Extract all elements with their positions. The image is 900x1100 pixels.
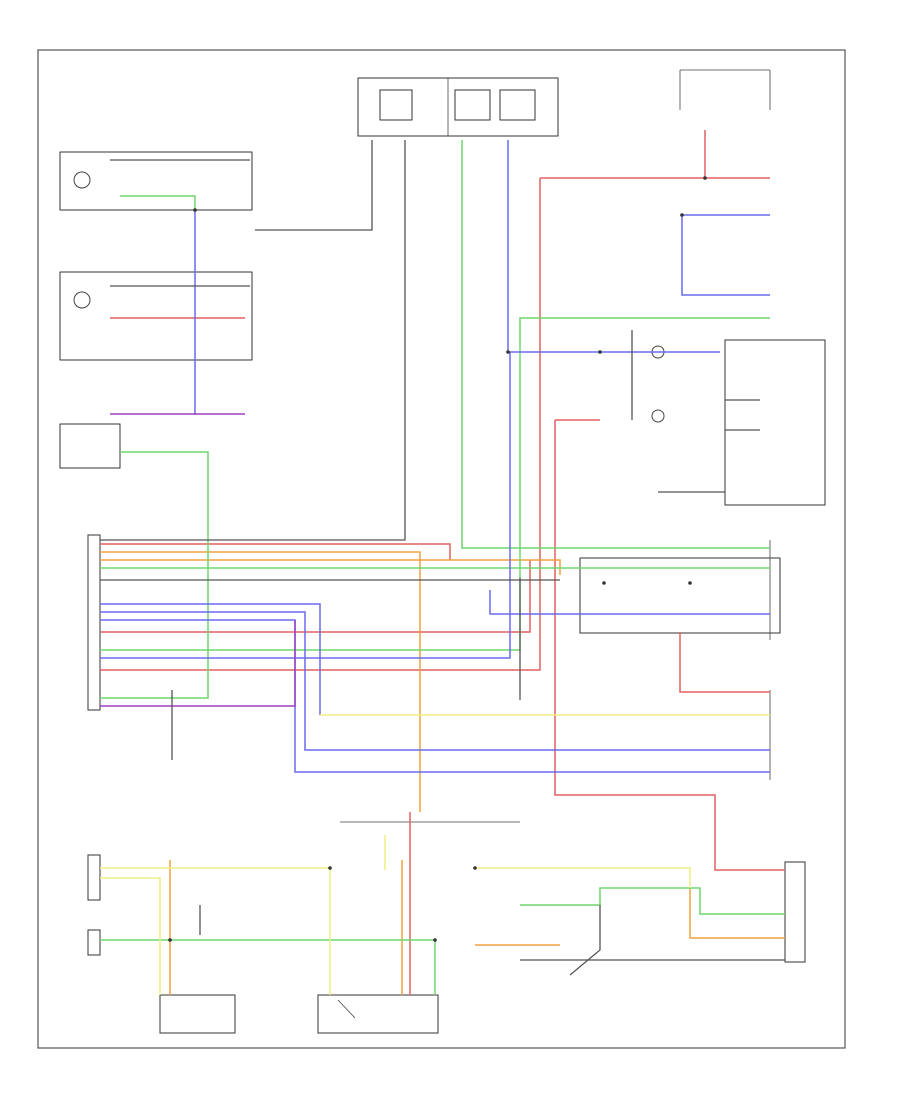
fuse-relay-block: [357, 77, 559, 137]
blue-wires: [100, 140, 770, 773]
left-sensor-boxes: [59, 151, 253, 469]
bottom-modules: [87, 821, 520, 1034]
orange-wires: [100, 551, 785, 995]
diagram-frame: [37, 49, 846, 1049]
red-wires: [100, 130, 785, 995]
switch-2-symbol: [73, 291, 91, 309]
clutch-symbol: [651, 409, 665, 423]
switch-1-symbol: [73, 171, 91, 189]
gray-wires: [100, 140, 785, 976]
green-wires: [100, 140, 785, 995]
harness-connector-left: [87, 534, 101, 711]
right-components: [579, 69, 826, 963]
splice-points: [168, 176, 707, 942]
purple-wires: [100, 413, 296, 707]
